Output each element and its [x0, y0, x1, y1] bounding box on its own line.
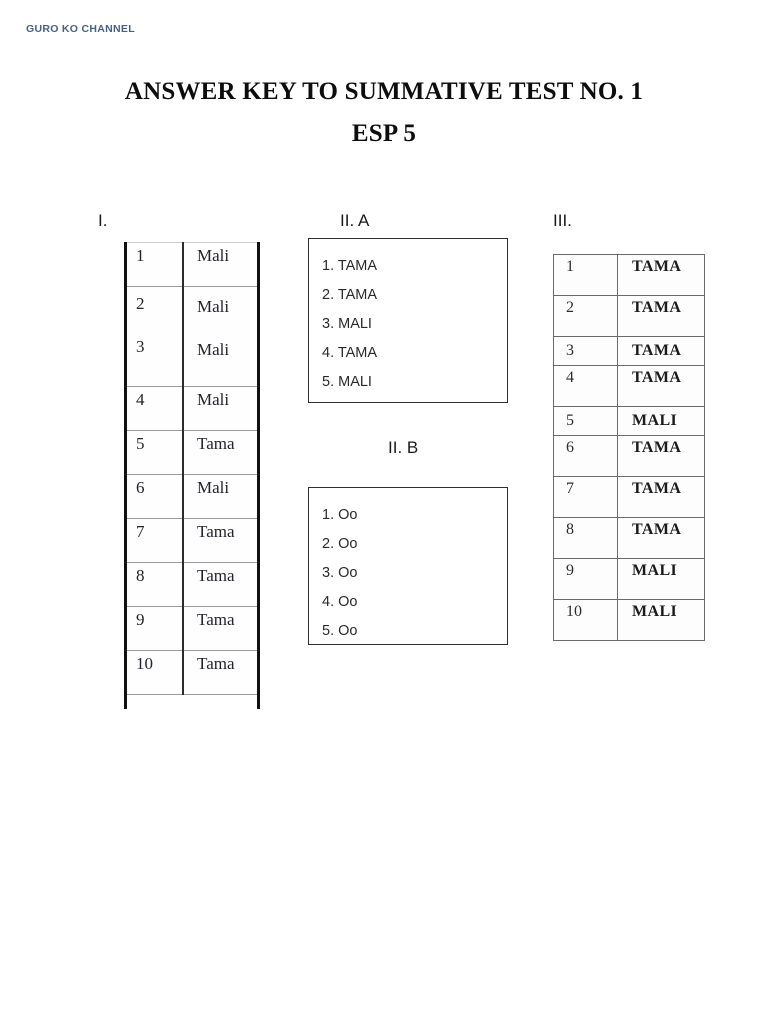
- table-row: 2 3 Mali Mali: [127, 286, 257, 387]
- row-answer: Mali: [183, 474, 257, 519]
- table-row: 2 TAMA: [553, 295, 705, 337]
- table-row: 6 Mali: [127, 474, 257, 519]
- row-answer: Mali: [183, 242, 257, 287]
- channel-watermark: GURO KO CHANNEL: [26, 23, 135, 35]
- row-number: 8: [553, 517, 618, 559]
- list-item: 5. MALI: [322, 374, 372, 390]
- row-number: 7: [127, 518, 184, 563]
- section-label-three: III.: [553, 211, 572, 230]
- table-row: 10 MALI: [553, 599, 705, 641]
- answer-list-two-b: 1. Oo 2. Oo 3. Oo 4. Oo 5. Oo: [309, 488, 507, 646]
- table-row: 8 Tama: [127, 562, 257, 607]
- row-number: 4: [553, 365, 618, 407]
- table-row: 4 Mali: [127, 386, 257, 431]
- row-answer: Mali: [197, 297, 230, 316]
- document-title-line-1: ANSWER KEY TO SUMMATIVE TEST NO. 1: [124, 78, 644, 105]
- row-number: 3: [136, 337, 145, 356]
- section-label-one: I.: [98, 211, 108, 230]
- section-label-two-a: II. A: [340, 211, 370, 230]
- list-item: 4. Oo: [322, 594, 358, 610]
- list-item: 3. MALI: [322, 316, 372, 332]
- row-answer: TAMA: [617, 365, 705, 407]
- answer-table-section-one: 1 Mali 2 3 Mali Mali 4: [124, 242, 260, 709]
- row-answer: Tama: [183, 562, 257, 607]
- table-bottom-margin: [127, 695, 257, 709]
- row-number: 9: [127, 606, 184, 651]
- row-answer: Mali: [197, 340, 230, 359]
- list-item: 2. TAMA: [322, 287, 378, 303]
- row-number: 5: [127, 430, 184, 475]
- answer-list-two-a: 1. TAMA 2. TAMA 3. MALI 4. TAMA 5. MALI: [309, 239, 507, 397]
- row-answer: MALI: [617, 558, 705, 600]
- row-number: 7: [553, 476, 618, 518]
- table-row: 7 TAMA: [553, 476, 705, 518]
- row-answer: Tama: [183, 606, 257, 651]
- row-number: 6: [127, 474, 184, 519]
- list-item: 2. Oo: [322, 536, 358, 552]
- row-number: 2: [136, 294, 145, 313]
- row-answer: MALI: [617, 599, 705, 641]
- answer-table-section-three: 1 TAMA 2 TAMA 3 TAMA 4 TAMA 5 MALI 6 TAM…: [553, 254, 705, 641]
- row-answer: TAMA: [617, 336, 705, 366]
- row-answer: TAMA: [617, 435, 705, 477]
- answer-box-section-two-b: 1. Oo 2. Oo 3. Oo 4. Oo 5. Oo: [308, 487, 508, 645]
- table-row: 1 TAMA: [553, 254, 705, 296]
- section-label-two-b: II. B: [388, 438, 419, 457]
- row-answer: Tama: [183, 430, 257, 475]
- row-answer: Tama: [183, 650, 257, 695]
- table-row: 5 MALI: [553, 406, 705, 436]
- table-row: 10 Tama: [127, 650, 257, 695]
- table-row: 9 MALI: [553, 558, 705, 600]
- list-item: 1. TAMA: [322, 258, 378, 274]
- table-row: 1 Mali: [127, 242, 257, 287]
- list-item: 1. Oo: [322, 507, 358, 523]
- list-item: 3. Oo: [322, 565, 358, 581]
- table-row: 7 Tama: [127, 518, 257, 563]
- row-answer: TAMA: [617, 476, 705, 518]
- list-item: 5. Oo: [322, 623, 358, 639]
- row-answer: Mali: [183, 386, 257, 431]
- row-number: 10: [553, 599, 618, 641]
- row-number: 10: [127, 650, 184, 695]
- answer-box-section-two-a: 1. TAMA 2. TAMA 3. MALI 4. TAMA 5. MALI: [308, 238, 508, 403]
- row-number: 6: [553, 435, 618, 477]
- document-title-line-2: ESP 5: [351, 120, 417, 147]
- row-answer: MALI: [617, 406, 705, 436]
- row-number: 8: [127, 562, 184, 607]
- row-answer: TAMA: [617, 517, 705, 559]
- row-number: 2: [553, 295, 618, 337]
- table-row: 4 TAMA: [553, 365, 705, 407]
- row-number: 5: [553, 406, 618, 436]
- row-answer: TAMA: [617, 254, 705, 296]
- table-row: 3 TAMA: [553, 336, 705, 366]
- row-number-group: 2 3: [127, 286, 184, 387]
- list-item: 4. TAMA: [322, 345, 378, 361]
- row-number: 3: [553, 336, 618, 366]
- row-number: 1: [553, 254, 618, 296]
- row-answer: Tama: [183, 518, 257, 563]
- table-row: 9 Tama: [127, 606, 257, 651]
- row-answer: TAMA: [617, 295, 705, 337]
- row-number: 1: [127, 242, 184, 287]
- row-number: 4: [127, 386, 184, 431]
- row-answer-group: Mali Mali: [183, 286, 257, 387]
- table-row: 6 TAMA: [553, 435, 705, 477]
- row-number: 9: [553, 558, 618, 600]
- table-row: 5 Tama: [127, 430, 257, 475]
- table-row: 8 TAMA: [553, 517, 705, 559]
